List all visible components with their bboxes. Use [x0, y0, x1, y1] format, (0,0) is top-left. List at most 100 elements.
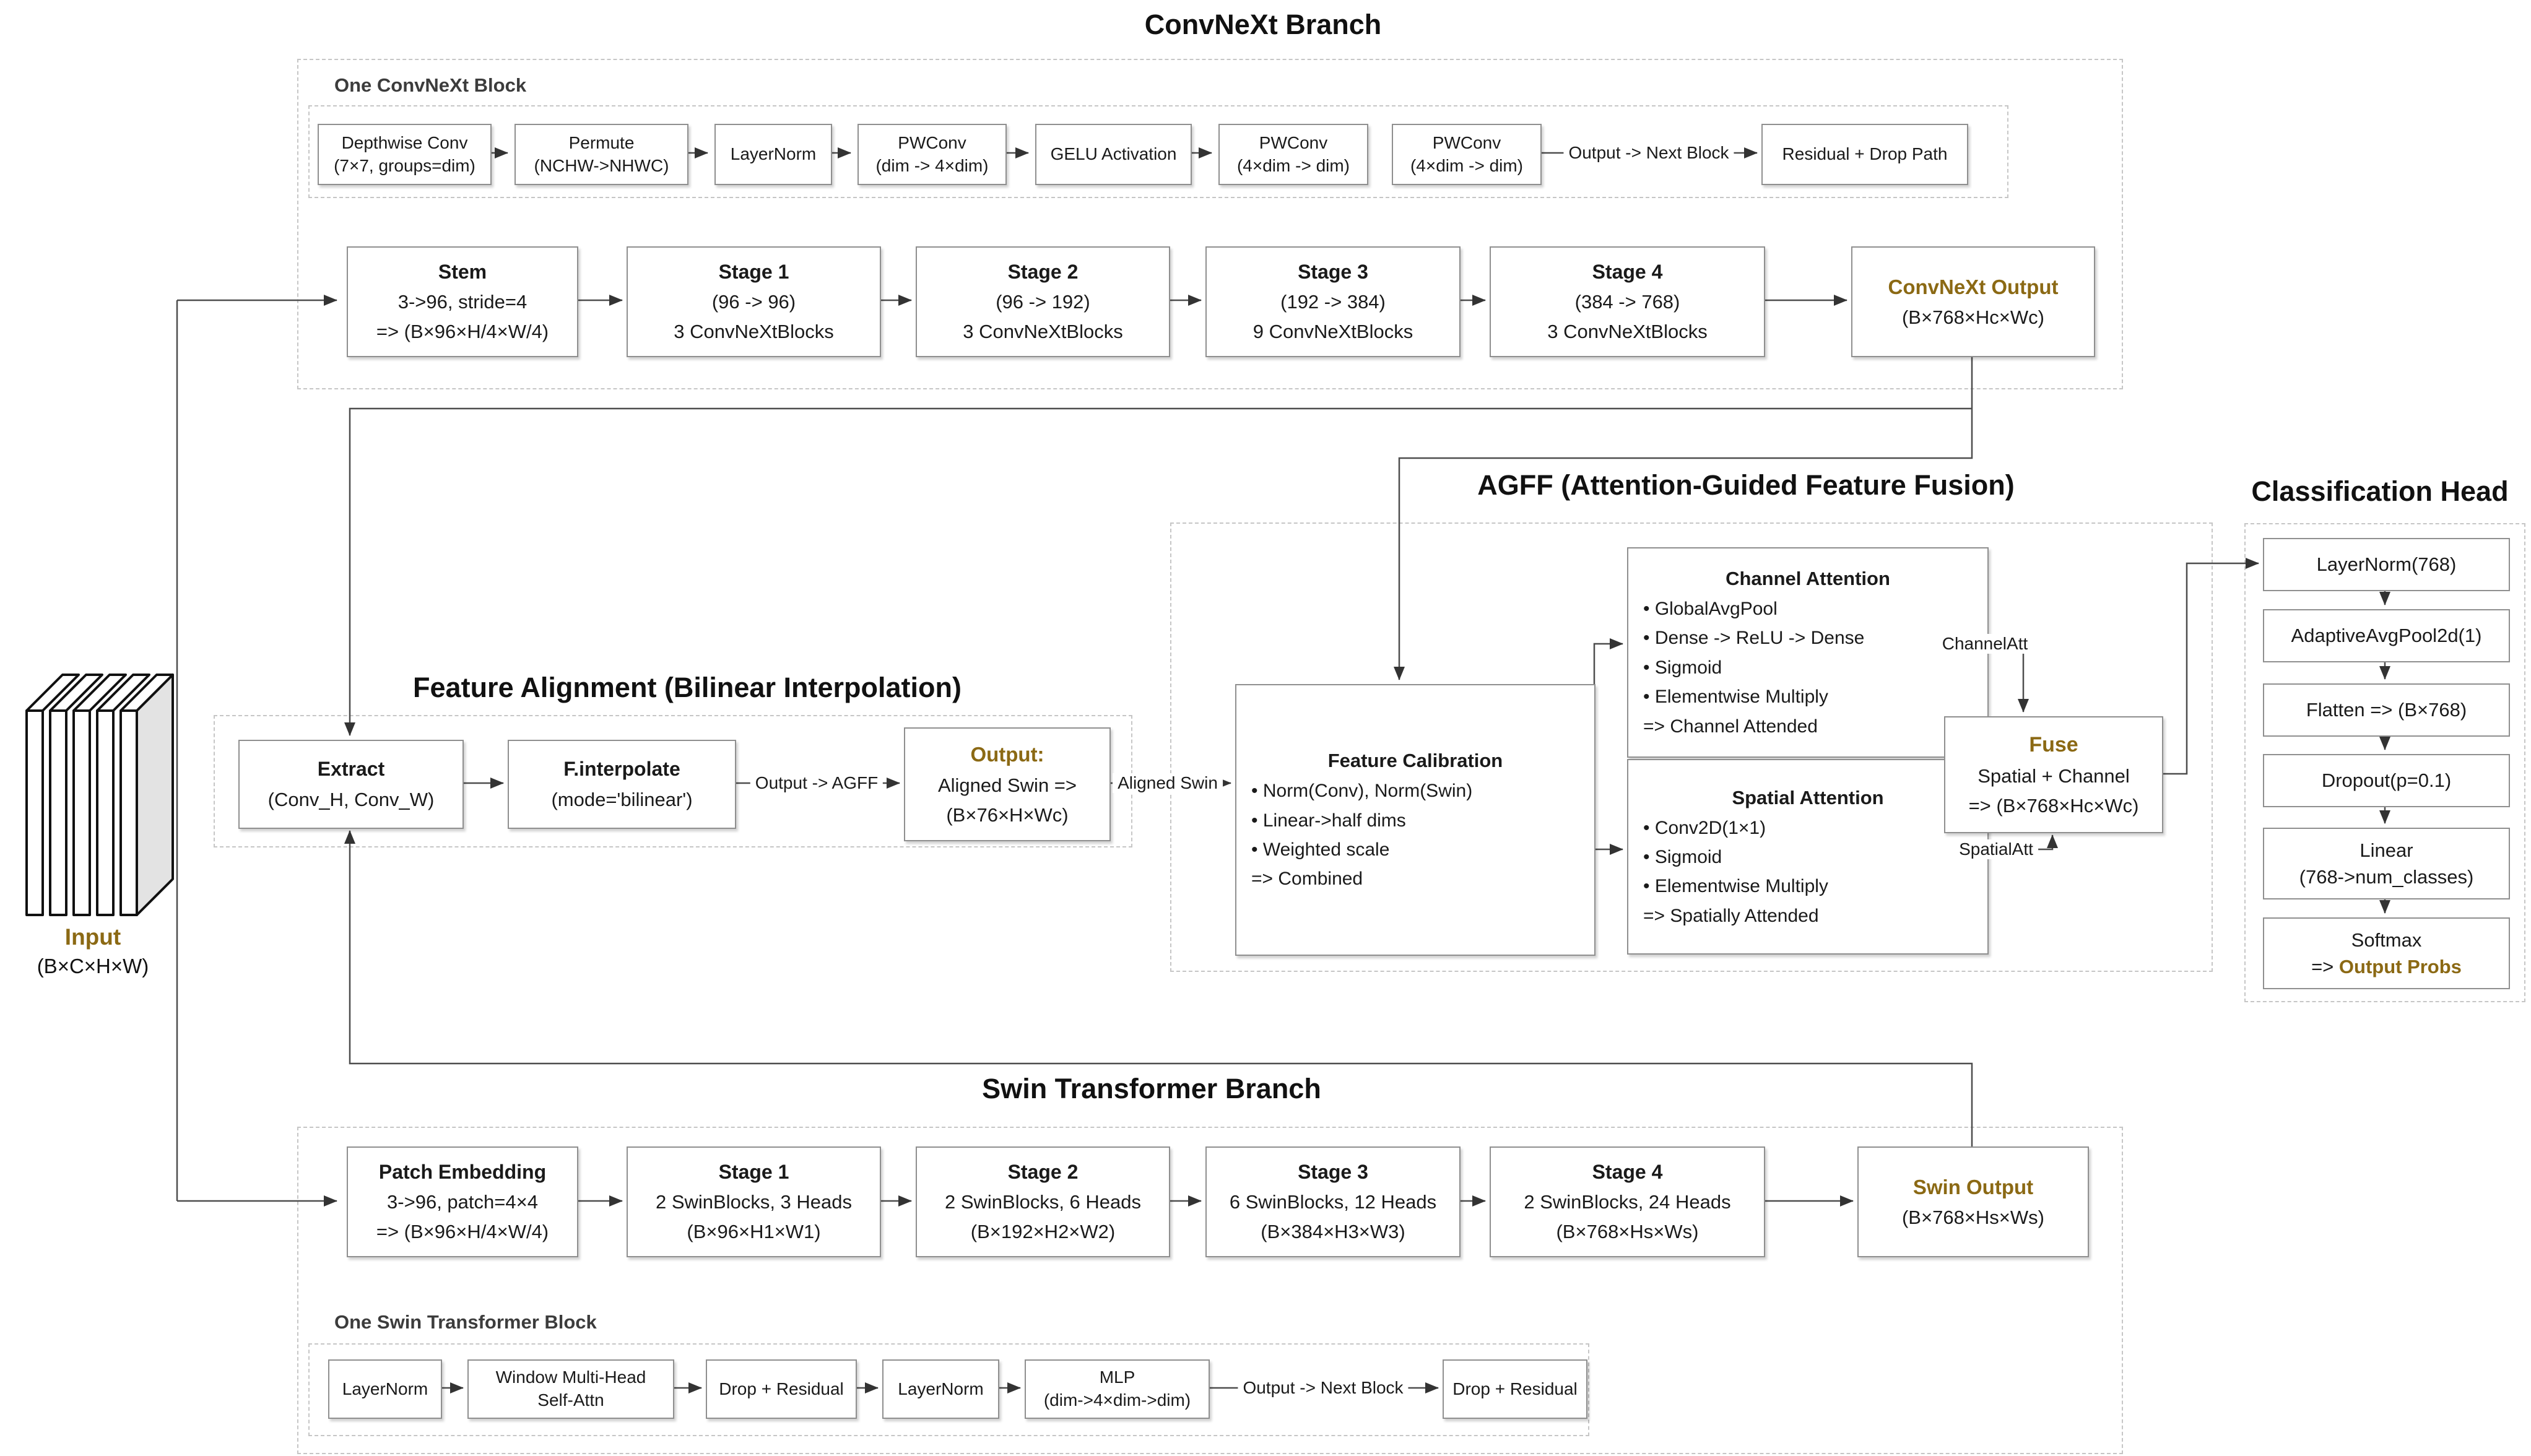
stage-line: 3 ConvNeXtBlocks: [674, 321, 834, 343]
convnext-depthwise-conv-box: Depthwise Conv (7×7, groups=dim): [318, 124, 492, 185]
head-dropout-box: Dropout(p=0.1): [2263, 754, 2510, 807]
box-line: LayerNorm(768): [2316, 553, 2457, 576]
output-title: Swin Output: [1912, 1175, 2034, 1198]
swin-stage3-box: Stage 3 6 SwinBlocks, 12 Heads (B×384×H3…: [1205, 1146, 1461, 1257]
edge-label-aligned-swin: Aligned Swin: [1113, 773, 1223, 793]
connector-conv-to-extract: [344, 407, 1972, 736]
output-shape: (B×768×Hs×Ws): [1901, 1207, 2044, 1229]
stage-line: 3 ConvNeXtBlocks: [1547, 321, 1708, 343]
attn-bullet: Elementwise Multiply: [1643, 682, 1828, 711]
attn-bullet: Norm(Conv), Norm(Swin): [1251, 776, 1472, 805]
stage-line: (B×192×H2×W2): [970, 1221, 1116, 1243]
stage-line: 3->96, stride=4: [397, 291, 527, 313]
convnext-residual-drop-path-box: Residual + Drop Path: [1761, 124, 1968, 185]
output-title: ConvNeXt Output: [1888, 275, 2059, 298]
edge-label-output-next-block: Output -> Next Block: [1563, 143, 1734, 163]
box-line: (768->num_classes): [2299, 866, 2474, 888]
box-line: (dim -> 4×dim): [875, 155, 989, 175]
stage-title: Stem: [438, 260, 487, 283]
stage-line: (384 -> 768): [1574, 291, 1680, 313]
box-line: Linear: [2360, 839, 2413, 861]
box-line: (Conv_H, Conv_W): [267, 788, 435, 810]
convnext-gelu-box: GELU Activation: [1035, 124, 1192, 185]
attn-bullet: Dense -> ReLU -> Dense: [1643, 623, 1865, 652]
attn-bullet: Weighted scale: [1251, 835, 1390, 864]
stage-title: Stage 2: [1007, 260, 1079, 283]
swin-window-attn-box: Window Multi-Head Self-Attn: [467, 1359, 674, 1419]
attn-title: Channel Attention: [1726, 568, 1890, 590]
convnext-stage2-box: Stage 2 (96 -> 192) 3 ConvNeXtBlocks: [916, 246, 1170, 357]
stage-title: Stage 3: [1298, 260, 1368, 283]
attn-title: Spatial Attention: [1732, 786, 1884, 808]
box-line: Drop + Residual: [1452, 1379, 1578, 1398]
head-flatten-box: Flatten => (B×768): [2263, 683, 2510, 737]
attn-result: => Spatially Attended: [1643, 905, 1819, 926]
swin-mlp-box: MLP (dim->4×dim->dim): [1025, 1359, 1210, 1419]
box-line: MLP: [1099, 1367, 1135, 1387]
box-line: AdaptiveAvgPool2d(1): [2291, 625, 2482, 647]
swin-drop-residual1-box: Drop + Residual: [706, 1359, 857, 1419]
box-line: (NCHW->NHWC): [534, 155, 669, 175]
box-line: => (B×768×Hc×Wc): [1968, 794, 2139, 817]
swin-branch-title: Swin Transformer Branch: [982, 1073, 1321, 1104]
channel-attention-box: Channel Attention GlobalAvgPool Dense ->…: [1627, 547, 1989, 758]
stage-title: Stage 1: [718, 260, 789, 283]
convnext-pwconv1-box: PWConv (dim -> 4×dim): [857, 124, 1007, 185]
stage-line: 6 SwinBlocks, 12 Heads: [1229, 1191, 1437, 1213]
swin-branch-container: [297, 1127, 2123, 1454]
stage-line: => (B×96×H/4×W/4): [376, 1221, 549, 1243]
box-line: => Output Probs: [2311, 953, 2462, 980]
swin-layernorm1-box: LayerNorm: [328, 1359, 442, 1419]
convnext-stage1-box: Stage 1 (96 -> 96) 3 ConvNeXtBlocks: [627, 246, 881, 357]
box-line: Flatten => (B×768): [2306, 699, 2467, 721]
box-line: LayerNorm: [730, 144, 817, 164]
classification-head-title: Classification Head: [2251, 475, 2509, 507]
box-line: Residual + Drop Path: [1782, 144, 1948, 164]
box-line: Depthwise Conv: [341, 132, 468, 152]
convnext-permute-box: Permute (NCHW->NHWC): [514, 124, 688, 185]
box-line: (4×dim -> dim): [1236, 155, 1350, 175]
input-label: Input: [64, 924, 121, 950]
input-shape: (B×C×H×W): [37, 955, 149, 977]
swin-drop-residual2-box: Drop + Residual: [1443, 1359, 1587, 1419]
box-line: (dim->4×dim->dim): [1043, 1390, 1191, 1410]
fuse-title: Fuse: [2029, 733, 2078, 757]
stage-line: (B×768×Hs×Ws): [1556, 1221, 1699, 1243]
box-line: (4×dim -> dim): [1410, 155, 1524, 175]
spatial-attention-box: Spatial Attention Conv2D(1×1) Sigmoid El…: [1627, 759, 1989, 955]
stage-line: 2 SwinBlocks, 3 Heads: [655, 1191, 853, 1213]
attn-bullet: Elementwise Multiply: [1643, 872, 1828, 901]
box-line: PWConv: [898, 132, 966, 152]
one-convnext-block-label: One ConvNeXt Block: [334, 74, 527, 96]
edge-label-output-next-block-swin: Output -> Next Block: [1238, 1378, 1409, 1398]
box-line: LayerNorm: [898, 1379, 984, 1398]
stage-line: 3->96, patch=4×4: [387, 1191, 538, 1213]
attn-bullet: Linear->half dims: [1251, 806, 1406, 835]
edge-label-channelatt: ChannelAtt: [1937, 634, 2033, 654]
box-line: GELU Activation: [1050, 144, 1177, 164]
connector-fuse-to-head: [2161, 558, 2259, 775]
box-line: (B×76×H×Wc): [946, 804, 1069, 826]
box-line: Self-Attn: [537, 1390, 604, 1410]
attn-bullet: GlobalAvgPool: [1643, 594, 1778, 623]
convnext-block-container: [308, 105, 2008, 198]
convnext-stage3-box: Stage 3 (192 -> 384) 9 ConvNeXtBlocks: [1205, 246, 1461, 357]
box-line: PWConv: [1259, 132, 1328, 152]
box-line: Drop + Residual: [719, 1379, 844, 1398]
swin-output-box: Swin Output (B×768×Hs×Ws): [1857, 1146, 2089, 1257]
box-line: Spatial + Channel: [1977, 765, 2130, 787]
box-line: F.interpolate: [563, 758, 680, 781]
box-line: Extract: [317, 758, 385, 781]
stage-title: Stage 3: [1298, 1160, 1368, 1183]
convnext-branch-container: [297, 59, 2123, 389]
feature-alignment-title: Feature Alignment (Bilinear Interpolatio…: [413, 672, 962, 703]
box-line: (mode='bilinear'): [551, 788, 693, 810]
convnext-stage4-box: Stage 4 (384 -> 768) 3 ConvNeXtBlocks: [1490, 246, 1765, 357]
swin-block-container: [308, 1343, 1589, 1436]
connector-conv-to-calibration: [1394, 355, 1973, 680]
output-shape: (B×768×Hc×Wc): [1901, 306, 2044, 329]
head-softmax-box: Softmax => Output Probs: [2263, 917, 2510, 989]
stage-title: Stage 4: [1592, 1160, 1663, 1183]
edge-label-spatialatt: SpatialAtt: [1954, 839, 2038, 859]
swin-layernorm2-box: LayerNorm: [882, 1359, 999, 1419]
